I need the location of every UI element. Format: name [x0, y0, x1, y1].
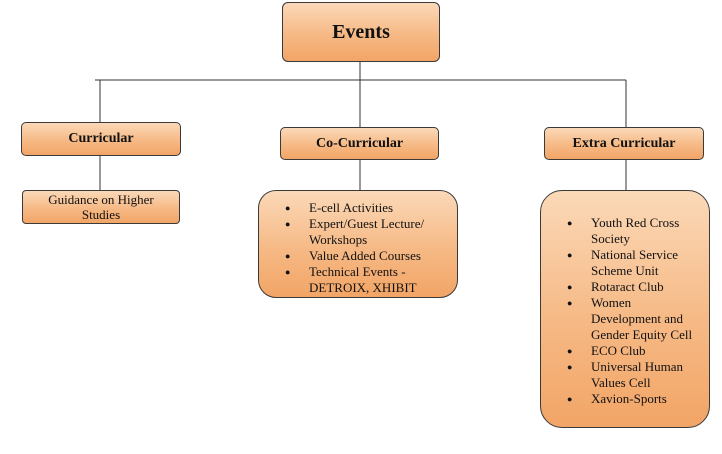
extra-curricular-item: ECO Club: [561, 343, 703, 359]
co-curricular-item: Value Added Courses: [279, 248, 449, 264]
extra-curricular-item: Women Development and Gender Equity Cell: [561, 295, 703, 343]
co-curricular-item: Expert/Guest Lecture/ Workshops: [279, 216, 449, 248]
extra-curricular-list-box: Youth Red Cross Society National Service…: [540, 190, 710, 428]
branch-node-co-curricular: Co-Curricular: [280, 127, 439, 160]
extra-curricular-item: Rotaract Club: [561, 279, 703, 295]
co-curricular-list-box: E-cell Activities Expert/Guest Lecture/ …: [258, 190, 458, 298]
branch-node-curricular: Curricular: [21, 122, 181, 156]
branch-node-extra-curricular: Extra Curricular: [544, 127, 704, 160]
co-curricular-item: Technical Events - DETROIX, XHIBIT: [279, 264, 449, 296]
root-node-events: Events: [282, 2, 440, 62]
co-curricular-item: E-cell Activities: [279, 200, 449, 216]
extra-curricular-item: Youth Red Cross Society: [561, 215, 703, 247]
extra-curricular-item: National Service Scheme Unit: [561, 247, 703, 279]
extra-curricular-item: Xavion-Sports: [561, 391, 703, 407]
curricular-item-guidance: Guidance on Higher Studies: [48, 192, 154, 222]
extra-curricular-item: Universal Human Values Cell: [561, 359, 703, 391]
curricular-item-box: Guidance on Higher Studies: [22, 190, 180, 224]
